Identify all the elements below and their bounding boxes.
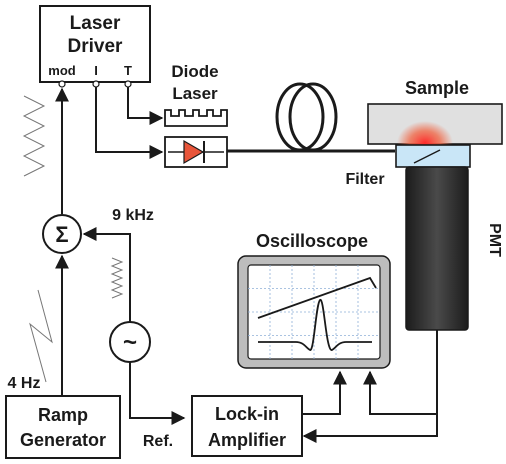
- port-temp-label: T: [124, 63, 132, 78]
- ramp-label-1: Ramp: [38, 405, 88, 425]
- combined-waveform-icon: [22, 95, 46, 177]
- port-current-label: I: [94, 63, 98, 78]
- wire-temp-to-diode: [127, 87, 164, 125]
- port-current-connector: [92, 80, 100, 88]
- ramp-frequency-label: 4 Hz: [8, 375, 41, 392]
- sample-label: Sample: [405, 78, 469, 98]
- summer: Σ: [42, 214, 82, 254]
- lockin-label-1: Lock-in: [215, 404, 279, 424]
- wire-pmt-to-lockin: [302, 414, 438, 443]
- fiber-loop-2: [288, 82, 338, 152]
- diode-symbol-icon: [183, 139, 205, 165]
- sine-waveform-icon: [110, 257, 124, 299]
- filter: Filter: [345, 144, 471, 188]
- tec-block: [164, 109, 228, 127]
- optical-fiber: [227, 82, 395, 153]
- diode-label-2: Laser: [172, 84, 218, 103]
- ramp-generator-box: [5, 395, 121, 459]
- diode-laser: Diode Laser: [164, 62, 228, 168]
- pmt-body: [405, 166, 469, 331]
- filter-element: [395, 144, 471, 168]
- pmt: PMT: [405, 166, 503, 331]
- modulation-frequency-label: 9 kHz: [112, 207, 154, 224]
- ramp-generator: 4 Hz Ramp Generator: [5, 375, 121, 459]
- port-temp-connector: [124, 80, 132, 88]
- fiber-loop-1: [275, 82, 325, 152]
- pmt-label: PMT: [486, 223, 503, 257]
- wire-pmt-to-scope: [363, 330, 438, 415]
- lockin-amplifier: Ref. Lock-in Amplifier: [143, 395, 303, 457]
- port-mod-label: mod: [48, 63, 76, 78]
- filter-mirror: [413, 149, 441, 164]
- port-mod-connector: [58, 80, 66, 88]
- ref-label: Ref.: [143, 433, 173, 450]
- ramp-waveform-icon: [29, 289, 53, 383]
- laser-driver: Laser Driver mod I T: [39, 5, 151, 88]
- ramp-trace: [257, 276, 377, 319]
- wire-lockin-to-scope: [302, 370, 347, 415]
- wire-current-to-diode: [95, 87, 164, 159]
- diode-label-1: Diode: [171, 62, 218, 81]
- lockin-box: [191, 395, 303, 457]
- filter-label: Filter: [345, 171, 384, 188]
- oscilloscope: Oscilloscope: [237, 231, 391, 369]
- sigma-icon: Σ: [55, 222, 68, 247]
- laser-driver-label-1: Laser: [70, 13, 121, 34]
- wire-sine-to-summer: [82, 227, 131, 322]
- sine-icon: ~: [123, 329, 137, 356]
- summer-circle: [42, 214, 82, 254]
- sine-source: ~: [109, 321, 151, 363]
- signal-trace: [258, 299, 372, 351]
- oscilloscope-label: Oscilloscope: [256, 231, 368, 251]
- lockin-label-2: Amplifier: [208, 430, 286, 450]
- wire-sine-to-lockin-ref: [129, 362, 186, 425]
- laser-driver-label-2: Driver: [68, 36, 124, 57]
- laser-driver-box: [39, 5, 151, 83]
- ramp-label-2: Generator: [20, 430, 106, 450]
